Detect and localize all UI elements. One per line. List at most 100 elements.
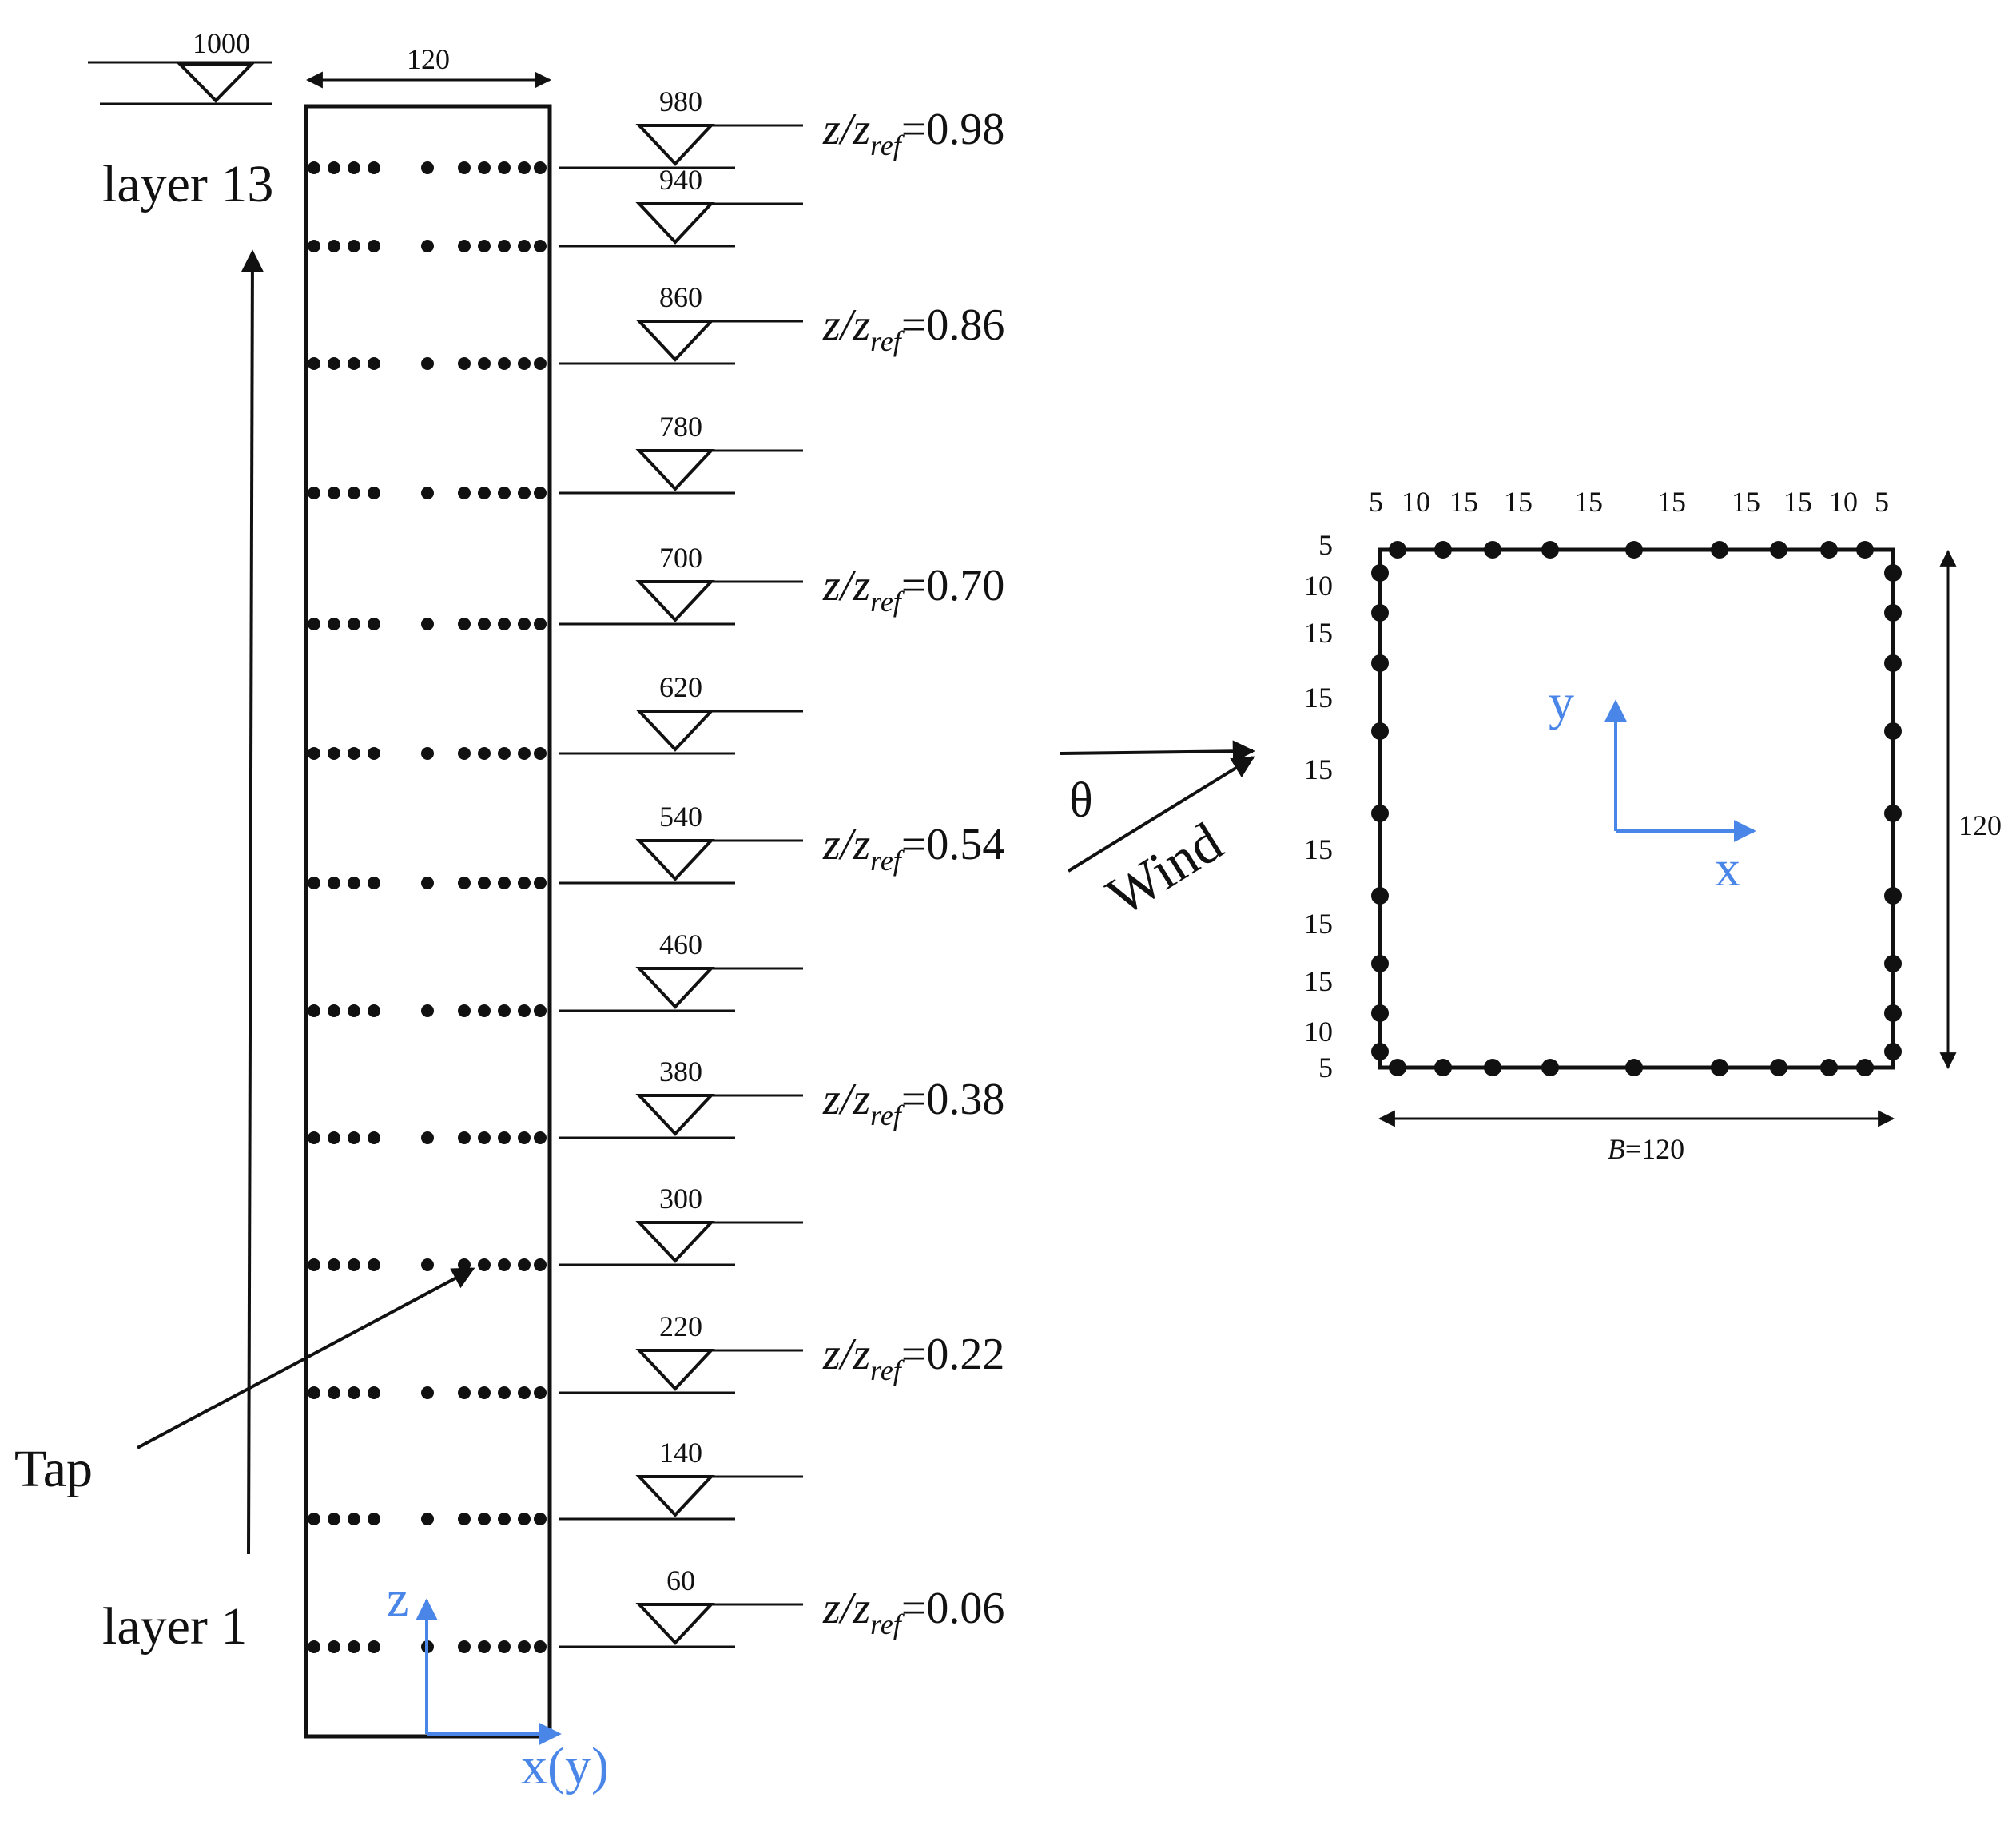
plan-tap [1625,1059,1643,1076]
height-ratio-label: z/zref=0.06 [822,1584,1004,1640]
pressure-tap [498,877,511,889]
pressure-tap [308,240,320,252]
pressure-tap [308,618,320,630]
pressure-tap [534,1640,547,1653]
pressure-tap [478,1131,491,1144]
pressure-tap [478,1004,491,1017]
pressure-tap [308,1386,320,1399]
wind-angle-theta: θ [1069,773,1093,828]
level-marker: 780 [559,411,803,495]
pressure-tap [308,1131,320,1144]
plan-y-axis-label: y [1549,674,1574,730]
plan-spacing-label: 15 [1504,486,1533,518]
tap-row [308,1131,547,1144]
plan-tap [1389,1059,1406,1076]
plan-spacing-label: 5 [1318,529,1333,561]
pressure-tap [518,487,531,499]
pressure-tap [478,357,491,370]
tap-rows [308,161,547,1653]
plan-tap [1884,564,1902,582]
pressure-tap [498,1386,511,1399]
pressure-tap [328,161,340,174]
height-ratio-label: z/zref=0.22 [822,1330,1004,1386]
elevation-view: 1000 120 9809408607807006205404603803002… [14,27,1004,1795]
plan-side-dimension-value: 120 [1958,809,2002,841]
level-marker: 620 [559,671,803,755]
plan-tap [1371,654,1389,672]
level-marker: 860 [559,281,803,365]
plan-tap [1484,1059,1501,1076]
plan-spacing-label: 15 [1304,833,1333,865]
pressure-tap [458,161,471,174]
pressure-tap [368,240,380,252]
pressure-tap [308,1258,320,1271]
pressure-tap [348,1004,360,1017]
plan-spacing-label: 15 [1449,486,1478,518]
plan-tap [1856,1059,1874,1076]
plan-spacing-label: 15 [1732,486,1760,518]
level-value: 860 [659,281,702,313]
tap-row [308,240,547,252]
pressure-tap [534,1258,547,1271]
pressure-tap [478,240,491,252]
pressure-tap [368,1131,380,1144]
base-dim-symbol: B [1608,1133,1625,1165]
wind-direction: θ Wind [1060,740,1255,928]
pressure-tap [348,1513,360,1525]
pressure-tap [458,1258,471,1271]
pressure-tap [368,1513,380,1525]
z-axis-label: z [387,1573,409,1627]
plan-tap [1770,1059,1787,1076]
pressure-tap [328,1004,340,1017]
pressure-tap [458,618,471,630]
pressure-tap [498,618,511,630]
pressure-tap [458,487,471,499]
plan-spacing-label: 15 [1304,965,1333,997]
level-marker: 940 [559,164,803,248]
pressure-tap [348,747,360,760]
level-value: 980 [659,85,702,117]
plan-tap [1884,955,1902,972]
pressure-tap [421,747,434,760]
pressure-tap [348,1258,360,1271]
pressure-tap [368,487,380,499]
level-marker: 60 [559,1565,803,1648]
pressure-tap [308,161,320,174]
plan-spacing-label: 15 [1574,486,1603,518]
plan-spacing-label: 5 [1369,486,1383,518]
pressure-tap [498,357,511,370]
pressure-tap [421,487,434,499]
pressure-tap [534,1004,547,1017]
tap-row [308,1258,547,1271]
pressure-tap [348,487,360,499]
plan-spacing-label: 5 [1875,486,1889,518]
pressure-tap [534,1513,547,1525]
pressure-tap [534,357,547,370]
pressure-tap [478,747,491,760]
pressure-tap [368,747,380,760]
plan-spacing-label: 15 [1304,908,1333,940]
level-value: 60 [666,1565,695,1596]
base-dim-value: =120 [1625,1133,1684,1165]
pressure-tap [518,1131,531,1144]
pressure-tap [368,618,380,630]
level-value: 140 [659,1437,702,1469]
plan-tap [1884,887,1902,905]
pressure-tap [421,1131,434,1144]
level-value: 380 [659,1056,702,1087]
level-marker: 140 [559,1437,803,1521]
level-value: 220 [659,1310,702,1342]
pressure-tap [328,357,340,370]
plan-tap [1884,654,1902,672]
plan-spacing-label: 10 [1829,486,1858,518]
pressure-tap [478,1513,491,1525]
pressure-tap [498,1640,511,1653]
plan-tap [1884,604,1902,622]
level-marker: 700 [559,542,803,626]
pressure-tap [498,1131,511,1144]
pressure-tap [328,1513,340,1525]
plan-spacing-label: 15 [1304,753,1333,785]
tap-row [308,618,547,630]
wind-direction-arrow [1067,756,1255,873]
